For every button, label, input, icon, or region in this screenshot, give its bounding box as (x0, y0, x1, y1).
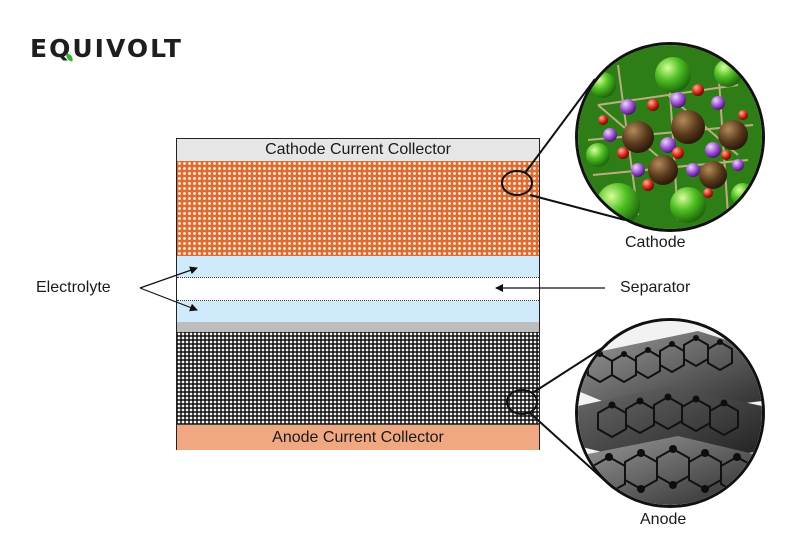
electrolyte-label: Electrolyte (36, 279, 111, 296)
battery-cell-stack: Cathode Current Collector Anode Current … (176, 138, 540, 450)
cathode-current-collector: Cathode Current Collector (177, 139, 539, 162)
anode-connector-bottom (529, 412, 614, 489)
electrolyte-arrow-down (139, 287, 198, 312)
cathode-layer (177, 161, 539, 256)
logo-q-letter: Q (49, 34, 74, 63)
cathode-callout-ring (501, 170, 533, 196)
cathode-zoom-circle (575, 42, 765, 232)
electrolyte-arrow-up (139, 266, 198, 289)
separator-layer (177, 277, 539, 301)
cathode-current-collector-label: Cathode Current Collector (265, 141, 451, 158)
anode-current-collector-label: Anode Current Collector (272, 428, 444, 446)
cathode-label: Cathode (625, 234, 686, 251)
anode-current-collector: Anode Current Collector (177, 424, 539, 450)
anode-callout-ring (506, 389, 538, 415)
electrolyte-layer-bottom (177, 301, 539, 322)
anode-layer (177, 332, 539, 424)
anode-zoom-circle (575, 318, 765, 508)
electrolyte-layer-top (177, 256, 539, 277)
anode-connector-top (533, 344, 608, 393)
anode-graphene-illustration (578, 321, 762, 505)
cathode-connector-bottom (529, 194, 626, 221)
cathode-connector-top (524, 78, 596, 174)
cathode-crystal-illustration (578, 45, 762, 229)
anode-label: Anode (640, 511, 687, 528)
separator-label: Separator (620, 279, 691, 296)
interface-strip (177, 322, 539, 332)
